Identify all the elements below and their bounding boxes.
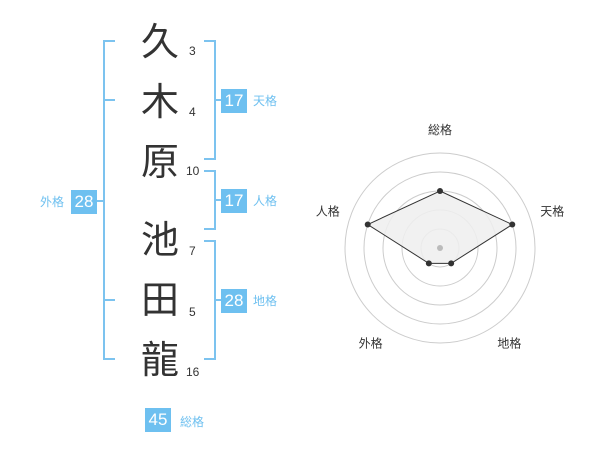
soukaku-label: 総格	[180, 415, 205, 429]
name-char-5: 田	[140, 278, 179, 322]
stroke-count-6: 16	[186, 365, 200, 379]
jinkaku-connector	[214, 199, 222, 201]
radar-point	[437, 188, 443, 194]
radar-point	[425, 260, 432, 267]
gaikaku-label: 外格	[40, 195, 65, 209]
tenkaku-badge: 17	[221, 89, 247, 113]
radar-axis-label: 外格	[359, 335, 383, 350]
gaikaku-connector	[97, 200, 105, 202]
stroke-count-5: 5	[189, 305, 196, 319]
name-char-6: 龍	[140, 338, 179, 382]
stroke-count-4: 7	[189, 244, 196, 258]
name-char-2: 木	[140, 80, 179, 124]
chikaku-label: 地格	[253, 294, 278, 308]
name-char-3: 原	[140, 140, 179, 184]
stroke-count-2: 4	[189, 105, 196, 119]
name-char-4: 池	[140, 218, 179, 262]
radar-grid-ring	[344, 152, 536, 344]
radar-center-dot	[437, 245, 443, 251]
jinkaku-badge: 17	[221, 189, 247, 213]
radar-grid-ring	[363, 171, 517, 325]
stroke-count-3: 10	[186, 164, 200, 178]
gaikaku-bracket-tick-bottom	[103, 299, 115, 301]
soukaku-badge: 45	[145, 408, 171, 432]
radar-axis-label: 天格	[540, 204, 564, 219]
jinkaku-label: 人格	[253, 194, 278, 208]
name-char-1: 久	[140, 20, 179, 64]
radar-area	[366, 190, 514, 264]
radar-point	[448, 260, 455, 267]
chikaku-badge: 28	[221, 289, 247, 313]
gaikaku-bracket-tick-top	[103, 99, 115, 101]
chikaku-connector	[214, 299, 222, 301]
radar-axis-label: 地格	[497, 335, 521, 350]
stroke-count-1: 3	[189, 44, 196, 58]
radar-axis-label: 総格	[428, 122, 452, 137]
tenkaku-connector	[214, 99, 222, 101]
tenkaku-label: 天格	[253, 94, 278, 108]
radar-axis-label: 人格	[316, 204, 340, 219]
radar-point	[364, 221, 371, 228]
radar-point	[509, 221, 516, 228]
gaikaku-badge: 28	[71, 190, 97, 214]
